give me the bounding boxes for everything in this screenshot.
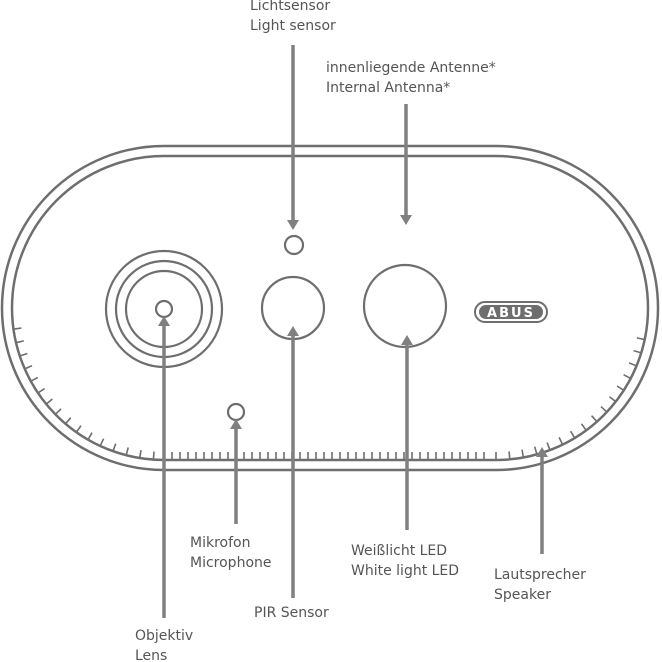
speaker-grille-tick [521,449,525,458]
speaker-grille-tick [508,451,511,460]
speaker-grille-tick [628,362,637,367]
microphone-icon [226,402,246,422]
speaker-grille-tick [533,446,538,455]
antenna-label: innenliegende Antenne* Internal Antenna* [326,58,496,98]
white-light-led-label: Weißlicht LED White light LED [351,541,459,581]
speaker-label: Lautsprecher Speaker [494,565,586,605]
speaker-grille-tick [13,327,22,330]
speaker-grille [13,327,645,460]
speaker-grille-tick [19,352,28,357]
speaker-label-de: Lautsprecher [494,567,586,583]
white-light-led-label-de: Weißlicht LED [351,543,448,559]
light-sensor-label-en: Light sensor [250,18,336,34]
antenna-label-en: Internal Antenna* [326,80,451,96]
speaker-grille-tick [591,415,598,423]
speaker-grille-tick [138,449,142,459]
microphone-label-en: Microphone [190,555,272,571]
speaker-grille-tick [616,385,625,391]
pir-sensor-icon [260,275,326,341]
speaker-grille-tick [64,417,72,425]
speaker-grille-tick [87,432,93,441]
speaker-grille-tick [15,340,24,344]
speaker-grille-tick [99,438,105,447]
housing-inner-outline [10,154,650,462]
speaker-grille-tick [45,398,53,405]
speaker-grille-tick [546,442,551,451]
speaker-grille-tick [633,349,642,354]
speaker-grille-tick [558,437,564,445]
speaker-label-en: Speaker [494,587,551,603]
lens-label-de: Objektiv [135,628,194,644]
housing-outer-outline [0,144,660,472]
antenna-label-de: innenliegende Antenne* [326,60,496,76]
pir-sensor-label: PIR Sensor [254,603,329,623]
pir-sensor-label-en: PIR Sensor [254,605,329,621]
white-light-led-icon [362,263,448,349]
speaker-grille-tick [636,337,645,341]
light-sensor-label: Lichtsensor Light sensor [250,0,336,36]
speaker-grille-tick [609,396,617,403]
microphone-label: Mikrofon Microphone [190,533,272,573]
speaker-grille-tick [24,364,33,370]
abus-logo-text: ABUS [487,306,535,321]
light-sensor-label-de: Lichtsensor [250,0,331,14]
speaker-grille-tick [30,376,39,382]
light-sensor-icon [283,234,305,256]
speaker-grille-tick [152,451,155,460]
lens-label: Objektiv Lens [135,626,193,662]
speaker-grille-tick [600,406,608,413]
white-light-led-label-en: White light LED [351,563,460,579]
abus-logo: ABUS [474,301,548,323]
speaker-grille-tick [569,430,576,439]
speaker-grille-tick [125,447,129,456]
speaker-grille-tick [623,373,632,380]
speaker-grille-tick [580,423,587,431]
speaker-grille-tick [37,387,46,394]
speaker-grille-tick [112,443,117,452]
microphone-label-de: Mikrofon [190,535,251,551]
speaker-grille-tick [75,425,82,433]
speaker-grille-tick [54,408,62,415]
lens-label-en: Lens [135,648,168,662]
